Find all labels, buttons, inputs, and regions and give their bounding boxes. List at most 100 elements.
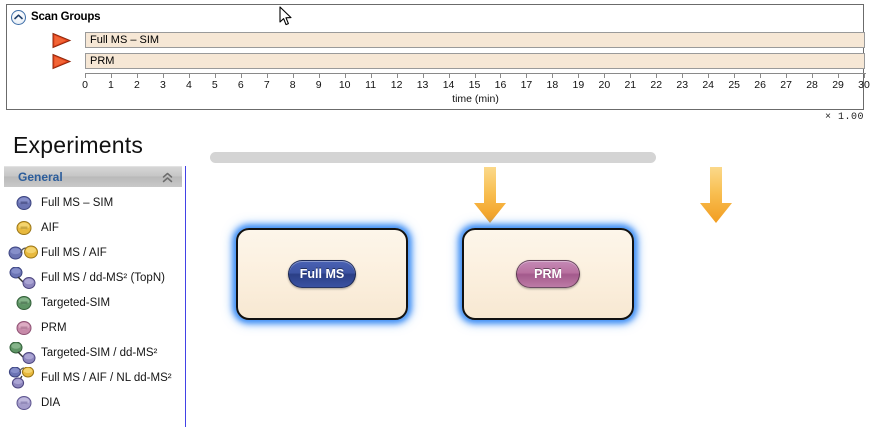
axis-tick-label: 14 bbox=[442, 79, 455, 91]
down-arrow-icon bbox=[464, 167, 516, 227]
list-item[interactable]: Targeted-SIM bbox=[0, 290, 185, 315]
sidebar-divider bbox=[185, 166, 187, 427]
axis-tick-label: 16 bbox=[494, 79, 507, 91]
axis-tick bbox=[864, 73, 865, 78]
double-chevron-up-icon[interactable] bbox=[162, 172, 173, 183]
axis-tick-label: 20 bbox=[598, 79, 611, 91]
red-play-triangle-icon[interactable] bbox=[51, 32, 73, 49]
zoom-level-label: × 1.00 bbox=[824, 112, 864, 123]
scan-group-label: PRM bbox=[90, 55, 115, 67]
ms-node-blue-icon bbox=[8, 192, 40, 214]
axis-tick bbox=[85, 73, 86, 78]
axis-tick bbox=[136, 73, 138, 78]
node-pill-label[interactable]: Full MS bbox=[287, 260, 357, 288]
ms-node-triple-branch-icon bbox=[8, 366, 40, 389]
mouse-pointer-icon bbox=[279, 6, 293, 27]
method-editor-canvas[interactable]: Full MS PRM bbox=[186, 120, 872, 427]
axis-tick bbox=[344, 73, 346, 78]
list-item[interactable]: Full MS / AIF bbox=[0, 240, 185, 265]
list-item[interactable]: PRM bbox=[0, 315, 185, 340]
list-item-label: PRM bbox=[41, 321, 67, 334]
axis-tick bbox=[760, 73, 762, 78]
axis-title: time (min) bbox=[452, 93, 499, 105]
axis-tick bbox=[526, 73, 528, 78]
axis-tick bbox=[188, 73, 190, 78]
list-item-label: Targeted-SIM / dd-MS² bbox=[41, 346, 158, 359]
axis-tick-label: 19 bbox=[572, 79, 585, 91]
page-title: Experiments bbox=[13, 132, 144, 158]
chevron-up-icon[interactable] bbox=[11, 9, 26, 25]
list-item[interactable]: AIF bbox=[0, 215, 185, 240]
axis-tick bbox=[240, 73, 242, 78]
scan-group-bar[interactable]: Full MS – SIM bbox=[85, 32, 865, 48]
axis-tick-label: 21 bbox=[624, 79, 637, 91]
list-item-label: Full MS – SIM bbox=[41, 196, 114, 209]
axis-tick bbox=[838, 73, 840, 78]
list-item[interactable]: Full MS / AIF / NL dd-MS² bbox=[0, 365, 185, 390]
axis-tick-label: 17 bbox=[520, 79, 533, 91]
list-item[interactable]: DIA bbox=[0, 390, 185, 415]
list-item[interactable]: Full MS / dd-MS² (TopN) bbox=[0, 265, 185, 290]
axis-tick-label: 24 bbox=[702, 79, 715, 91]
axis-tick bbox=[396, 73, 398, 78]
list-item-label: Targeted-SIM bbox=[41, 296, 111, 309]
list-item[interactable]: Full MS – SIM bbox=[0, 190, 185, 215]
sidebar-group-header-general[interactable]: General bbox=[4, 166, 182, 187]
axis-line bbox=[85, 73, 866, 74]
axis-tick-label: 2 bbox=[134, 79, 140, 91]
axis-tick-label: 29 bbox=[832, 79, 844, 91]
experiment-node-full-ms[interactable]: Full MS bbox=[236, 228, 408, 320]
axis-tick-label: 18 bbox=[546, 79, 559, 91]
axis-tick-label: 0 bbox=[82, 79, 88, 91]
sidebar-group-label: General bbox=[18, 170, 63, 184]
axis-tick-label: 1 bbox=[108, 79, 114, 91]
ms-node-violet-icon bbox=[8, 392, 40, 414]
experiment-list: Full MS – SIM AIF Full MS / AIF bbox=[0, 190, 185, 415]
axis-tick bbox=[110, 73, 112, 78]
scan-groups-header[interactable]: Scan Groups bbox=[11, 8, 101, 26]
axis-tick bbox=[292, 73, 294, 78]
axis-tick bbox=[474, 73, 476, 78]
axis-tick bbox=[812, 73, 814, 78]
axis-tick bbox=[318, 73, 320, 78]
axis-tick-label: 12 bbox=[390, 79, 403, 91]
down-arrow-icon bbox=[690, 167, 742, 227]
axis-tick bbox=[630, 73, 632, 78]
axis-tick bbox=[552, 73, 554, 78]
axis-tick-label: 4 bbox=[185, 79, 192, 91]
axis-tick-label: 22 bbox=[650, 79, 663, 91]
ms-node-yellow-icon bbox=[8, 217, 40, 239]
node-pill-label[interactable]: PRM bbox=[516, 260, 580, 288]
axis-tick-label: 28 bbox=[806, 79, 818, 91]
axis-tick-label: 3 bbox=[159, 79, 166, 91]
ms-node-green-icon bbox=[8, 292, 40, 314]
axis-tick bbox=[370, 73, 372, 78]
scan-group-label: Full MS – SIM bbox=[90, 34, 160, 46]
axis-tick bbox=[422, 73, 424, 78]
experiment-node-prm[interactable]: PRM bbox=[462, 228, 634, 320]
ms-node-blue-yellow-pair-icon bbox=[8, 242, 40, 264]
axis-tick-label: 9 bbox=[315, 79, 322, 91]
axis-tick-label: 13 bbox=[416, 79, 429, 91]
axis-tick bbox=[786, 73, 788, 78]
method-timeline-bar[interactable] bbox=[210, 152, 656, 163]
axis-tick bbox=[500, 73, 502, 78]
axis-tick-label: 25 bbox=[728, 79, 740, 91]
list-item-label: Full MS / AIF / NL dd-MS² bbox=[41, 371, 172, 384]
red-play-triangle-icon[interactable] bbox=[51, 53, 73, 70]
axis-tick bbox=[448, 73, 450, 78]
ms-node-blue-branch-icon bbox=[8, 266, 40, 289]
axis-tick bbox=[734, 73, 736, 78]
axis-tick bbox=[162, 73, 164, 78]
axis-tick-label: 11 bbox=[365, 79, 377, 91]
axis-tick bbox=[656, 73, 658, 78]
axis-tick-label: 7 bbox=[263, 79, 270, 91]
axis-tick-label: 5 bbox=[211, 79, 218, 91]
list-item-label: AIF bbox=[41, 221, 59, 234]
axis-tick bbox=[604, 73, 606, 78]
list-item[interactable]: Targeted-SIM / dd-MS² bbox=[0, 340, 185, 365]
scan-group-bar[interactable]: PRM bbox=[85, 53, 865, 69]
axis-tick-label: 6 bbox=[237, 79, 244, 91]
panel-title: Scan Groups bbox=[31, 11, 101, 23]
